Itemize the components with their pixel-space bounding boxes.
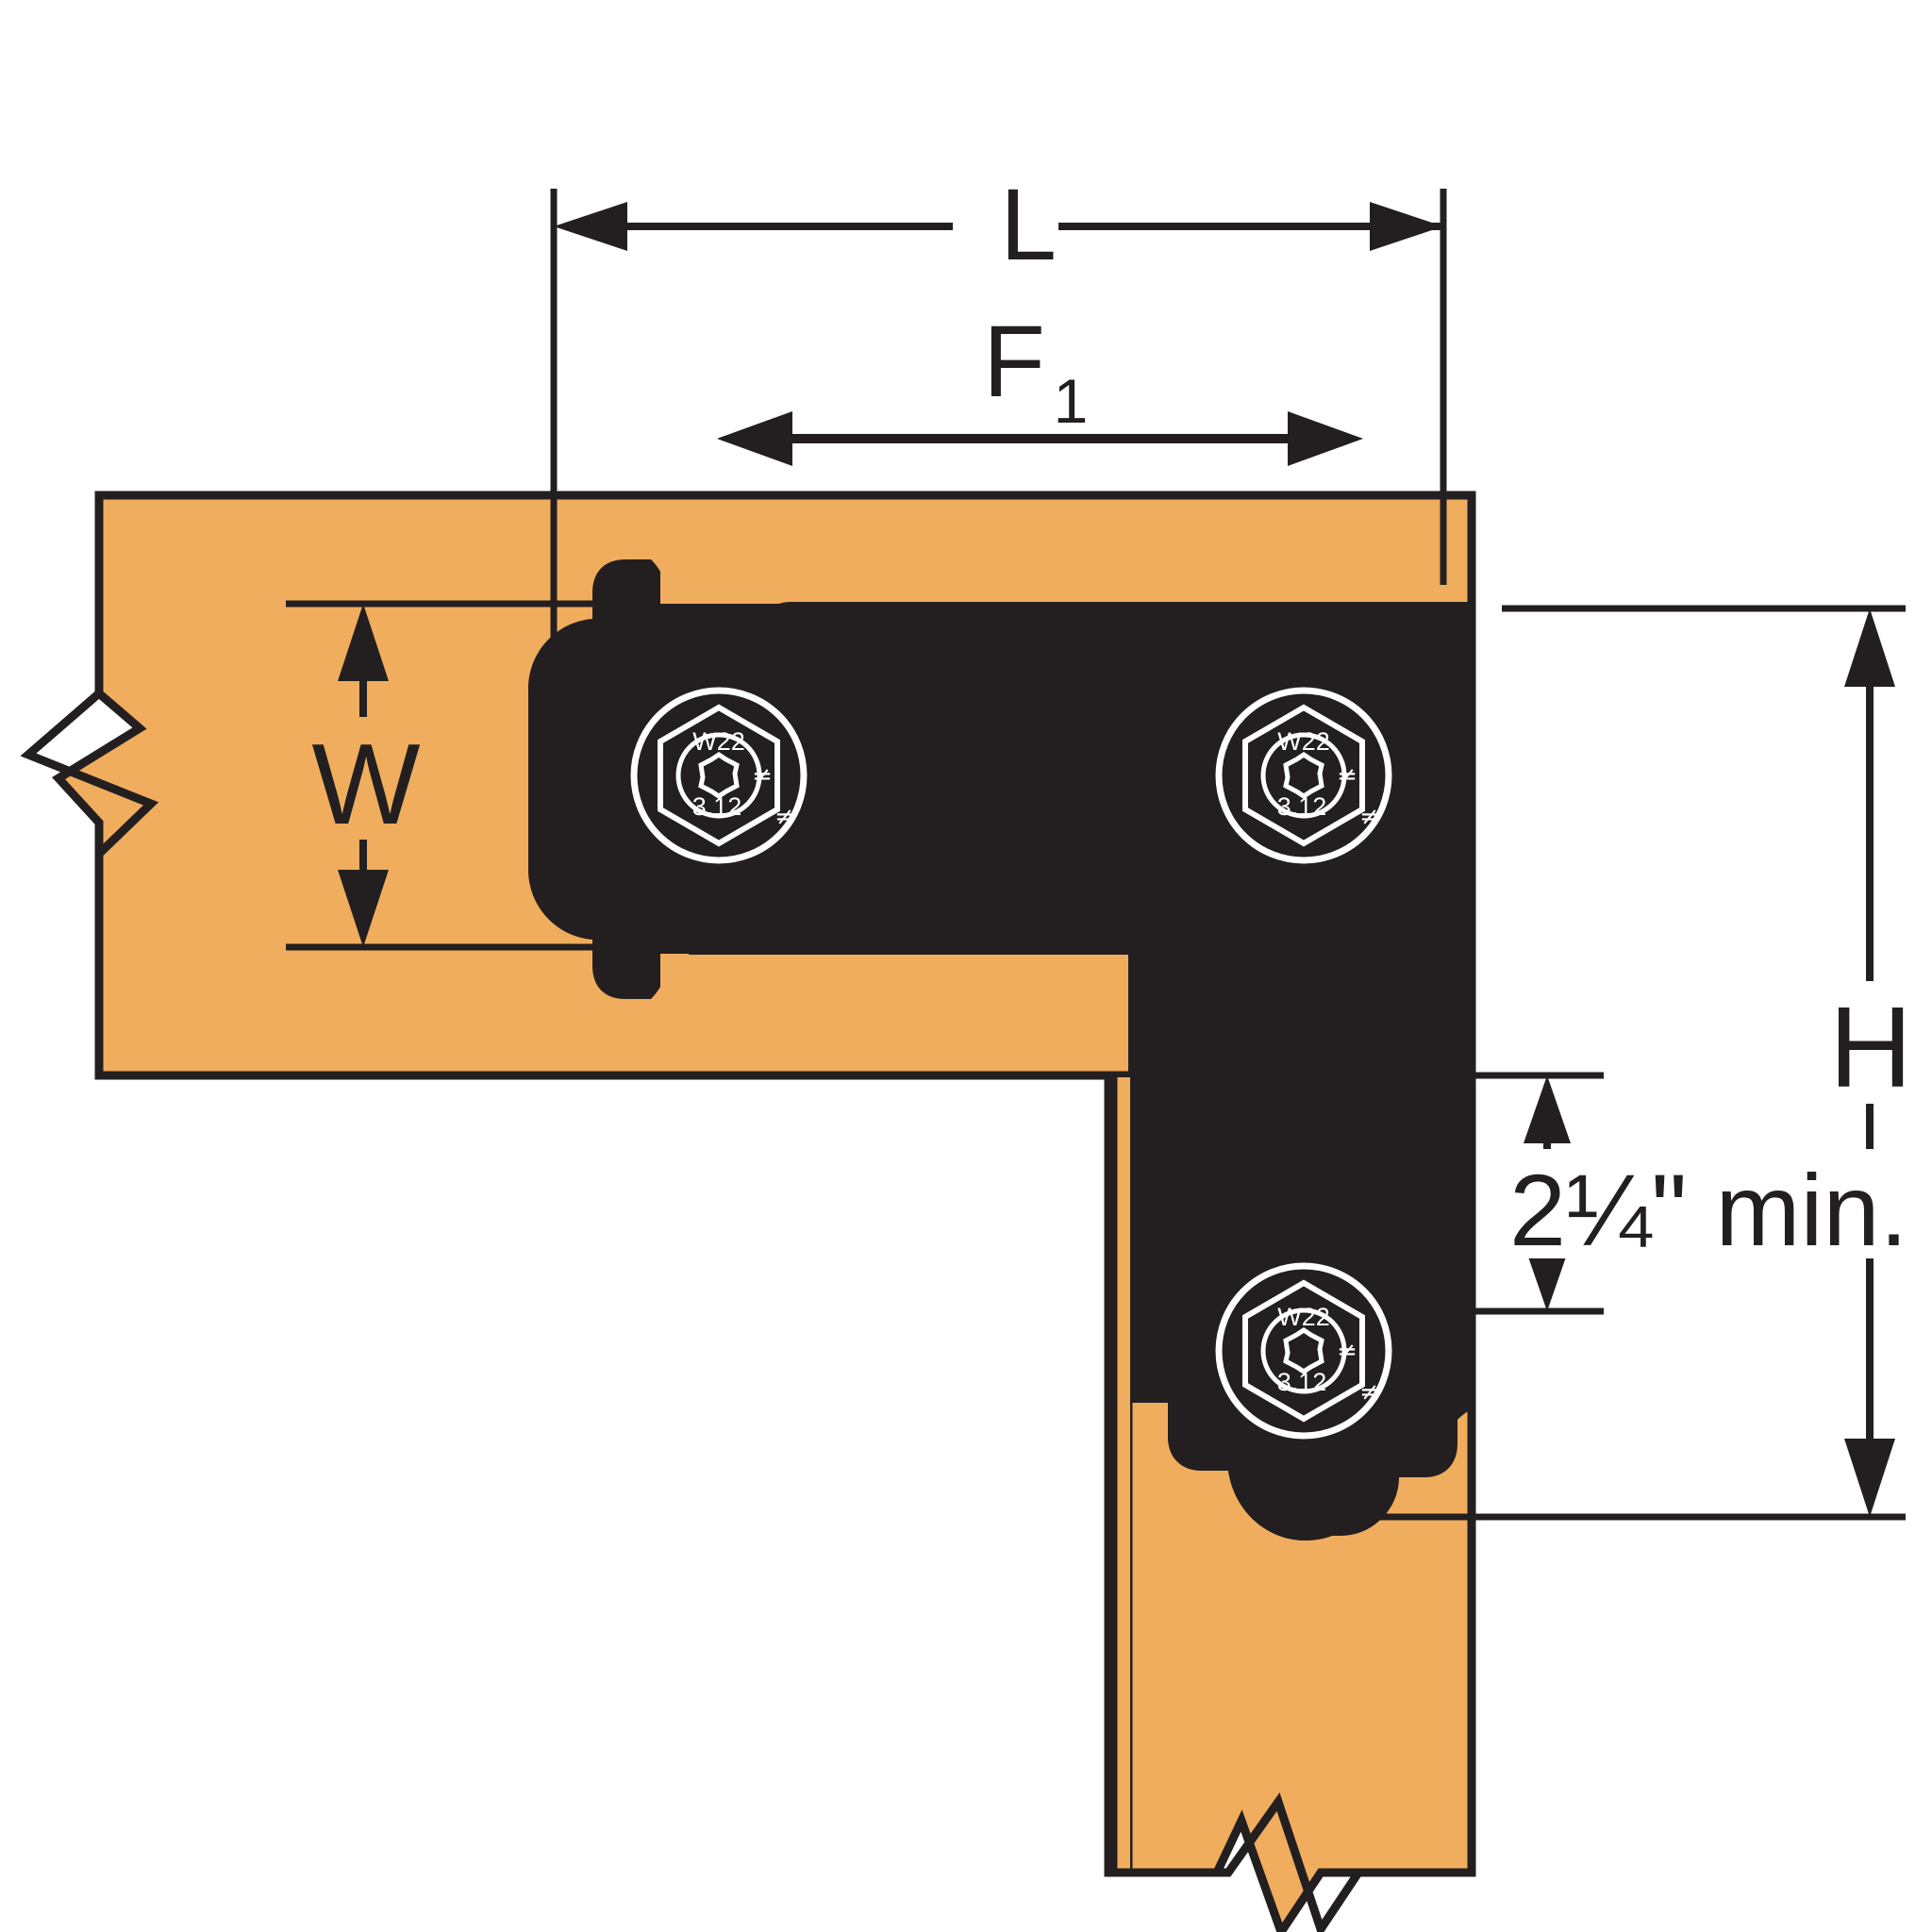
break-bottom (1113, 1792, 1472, 1932)
break-left (20, 495, 159, 1075)
W-label-bg (302, 717, 434, 840)
W-arrow-down (338, 870, 389, 947)
H-arrow-up (1844, 608, 1895, 687)
W-arrow-up (338, 604, 389, 681)
dimension-F1: F 1 (717, 304, 1363, 466)
strap-vertical-arm (1128, 954, 1470, 1403)
L-arrow-right (1370, 202, 1443, 251)
wood-inner-corner (660, 955, 1126, 1077)
H-label-bg (1821, 981, 1924, 1104)
strap-bottom-end (1128, 1403, 1443, 1541)
dimension-L: L (550, 167, 1447, 698)
min-arrow-up (1524, 1075, 1571, 1143)
F1-arrow-left (717, 411, 792, 466)
L-arrow-left (554, 202, 627, 251)
dimension-H: H (1377, 605, 1924, 1521)
min-arrow-down (1524, 1243, 1571, 1311)
L-label-bg (953, 184, 1058, 271)
dimension-min-edge: 2¼" min. (1472, 1072, 1932, 1315)
L-label: L (1000, 167, 1057, 281)
H-label: H (1829, 983, 1912, 1111)
F1-label: F (983, 304, 1045, 418)
W-label: W (311, 720, 420, 848)
min-edge-label: 2¼" min. (1509, 1153, 1908, 1267)
F1-arrow-right (1288, 411, 1363, 466)
H-arrow-down (1844, 1439, 1895, 1517)
F1-subscript: 1 (1054, 366, 1089, 436)
min-label-bg (1491, 1149, 1932, 1258)
dimension-W: W (286, 600, 632, 951)
